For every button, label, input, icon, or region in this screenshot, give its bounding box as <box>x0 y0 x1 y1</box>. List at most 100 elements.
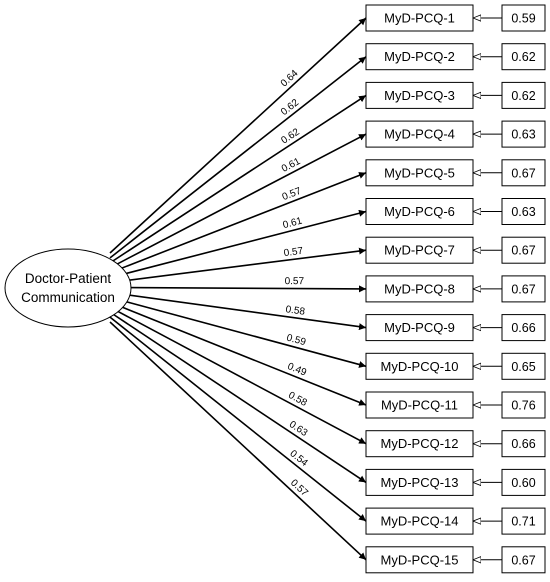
loading-label: 0.57 <box>283 246 304 259</box>
indicator-box <box>365 391 474 419</box>
loading-path <box>109 301 367 406</box>
error-value: 0.67 <box>511 244 535 258</box>
indicator-box <box>365 236 474 264</box>
error-box <box>501 236 546 264</box>
loading-path <box>109 285 367 293</box>
latent-label-line1: Doctor-Patient <box>25 271 112 286</box>
loading-label: 0.49 <box>286 361 309 379</box>
indicator-box <box>365 43 474 71</box>
indicator-box <box>365 468 474 496</box>
error-box <box>501 120 546 148</box>
loading-label: 0.57 <box>285 276 305 287</box>
error-value: 0.66 <box>511 437 535 451</box>
indicator-group: MyD-PCQ-10 0.65 <box>365 352 546 380</box>
error-box <box>501 507 546 535</box>
loading-paths <box>109 17 367 561</box>
indicator-label: MyD-PCQ-3 <box>384 88 455 103</box>
loading-path <box>109 56 367 259</box>
error-box <box>501 4 546 32</box>
indicator-group: MyD-PCQ-7 0.67 <box>365 236 546 264</box>
error-value: 0.65 <box>511 360 535 374</box>
indicator-label: MyD-PCQ-15 <box>380 552 458 567</box>
error-box <box>501 391 546 419</box>
indicator-label: MyD-PCQ-12 <box>380 436 458 451</box>
error-value: 0.71 <box>511 515 535 529</box>
indicator-box <box>365 4 474 32</box>
error-value: 0.62 <box>511 50 535 64</box>
indicator-box <box>365 81 474 109</box>
indicator-group: MyD-PCQ-12 0.66 <box>365 430 546 458</box>
loading-path <box>109 311 367 484</box>
error-value: 0.63 <box>511 128 535 142</box>
indicator-group: MyD-PCQ-14 0.71 <box>365 507 546 535</box>
loading-label: 0.59 <box>285 333 307 349</box>
latent-label-line2: Communication <box>21 290 115 305</box>
loading-label: 0.57 <box>281 186 304 203</box>
error-value: 0.67 <box>511 166 535 180</box>
indicator-group: MyD-PCQ-2 0.62 <box>365 43 546 71</box>
indicator-label: MyD-PCQ-11 <box>381 398 458 413</box>
error-box <box>501 81 546 109</box>
error-value: 0.63 <box>511 205 535 219</box>
loading-path <box>109 316 367 522</box>
loading-label: 0.58 <box>285 304 306 318</box>
indicator-group: MyD-PCQ-3 0.62 <box>365 81 546 109</box>
indicator-label: MyD-PCQ-7 <box>384 243 455 258</box>
indicator-label: MyD-PCQ-4 <box>384 127 455 142</box>
indicator-group: MyD-PCQ-4 0.63 <box>365 120 546 148</box>
indicator-group: MyD-PCQ-15 0.67 <box>365 546 546 574</box>
error-value: 0.76 <box>511 399 535 413</box>
loading-path <box>109 291 367 331</box>
indicator-box <box>365 507 474 535</box>
indicator-group: MyD-PCQ-1 0.59 <box>365 4 546 32</box>
loading-label: 0.62 <box>279 126 302 146</box>
error-box <box>501 546 546 574</box>
indicator-box <box>365 352 474 380</box>
loading-label: 0.54 <box>288 448 310 469</box>
loading-label: 0.64 <box>279 68 301 90</box>
error-value: 0.62 <box>511 89 535 103</box>
error-value: 0.59 <box>511 12 535 26</box>
error-box <box>501 275 546 303</box>
indicator-box <box>365 198 474 225</box>
indicator-group: MyD-PCQ-5 0.67 <box>365 159 546 187</box>
indicator-label: MyD-PCQ-2 <box>384 49 455 64</box>
loading-label: 0.61 <box>280 156 303 175</box>
indicator-box <box>365 430 474 458</box>
loading-path <box>109 321 367 561</box>
error-box <box>501 468 546 496</box>
loading-label: 0.61 <box>282 216 304 232</box>
error-box <box>501 159 546 187</box>
indicator-box <box>365 159 474 187</box>
error-box <box>501 352 546 380</box>
loading-path <box>109 296 367 368</box>
indicator-label: MyD-PCQ-5 <box>384 165 455 180</box>
indicator-box <box>365 546 474 574</box>
indicator-label: MyD-PCQ-8 <box>384 281 455 296</box>
indicator-group: MyD-PCQ-11 0.76 <box>365 391 546 419</box>
latent-factor: Doctor-Patient Communication <box>4 248 132 328</box>
indicator-label: MyD-PCQ-1 <box>384 11 455 26</box>
error-box <box>501 430 546 458</box>
loading-path <box>109 306 367 445</box>
loading-label: 0.57 <box>288 478 310 500</box>
indicator-label: MyD-PCQ-9 <box>384 320 455 335</box>
loading-path <box>109 247 367 284</box>
indicator-label: MyD-PCQ-10 <box>380 359 458 374</box>
loading-path <box>109 17 367 254</box>
loading-label: 0.58 <box>286 390 309 409</box>
indicator-label: MyD-PCQ-14 <box>380 514 458 529</box>
error-box <box>501 314 546 342</box>
loading-path <box>109 172 367 274</box>
loading-path <box>109 133 367 269</box>
loading-label: 0.62 <box>279 97 301 118</box>
latent-ellipse <box>4 248 132 328</box>
loading-label: 0.63 <box>287 419 310 439</box>
error-value: 0.67 <box>511 553 535 567</box>
